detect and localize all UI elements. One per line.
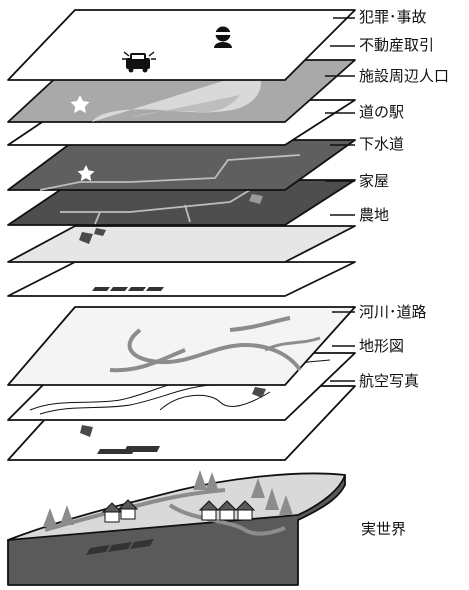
house-icon: [101, 499, 256, 523]
layer-river-road: [7, 306, 356, 386]
label-river: 河川･道路: [359, 303, 427, 321]
label-aerial: 航空写真: [359, 372, 419, 390]
leader-lines: [325, 17, 355, 382]
label-terrain: 地形図: [359, 337, 404, 355]
label-crime: 犯罪･事故: [359, 8, 427, 26]
person-icon: [214, 26, 232, 48]
layer-real-world: [7, 470, 346, 586]
label-roadside: 道の駅: [359, 103, 404, 121]
label-facility: 施設周辺人口: [359, 67, 449, 85]
label-houses: 家屋: [359, 172, 389, 190]
label-sewer: 下水道: [359, 135, 404, 153]
star-icon: [70, 95, 90, 113]
car-accident-icon: [122, 51, 156, 73]
layer-crime-accident: [7, 9, 356, 81]
layer-houses: [7, 225, 356, 263]
label-real: 実世界: [361, 520, 406, 538]
star-icon: [77, 165, 95, 182]
layer-labels: 犯罪･事故 不動産取引 施設周辺人口 道の駅 下水道 家屋 農地 河川･道路 地…: [359, 8, 449, 538]
layer-roadside-station: [7, 139, 356, 191]
layer-sewer: [7, 179, 356, 226]
label-farmland: 農地: [359, 206, 389, 224]
label-realestate: 不動産取引: [359, 36, 434, 54]
layer-farmland: [7, 261, 356, 297]
tree-icon: [43, 470, 293, 527]
